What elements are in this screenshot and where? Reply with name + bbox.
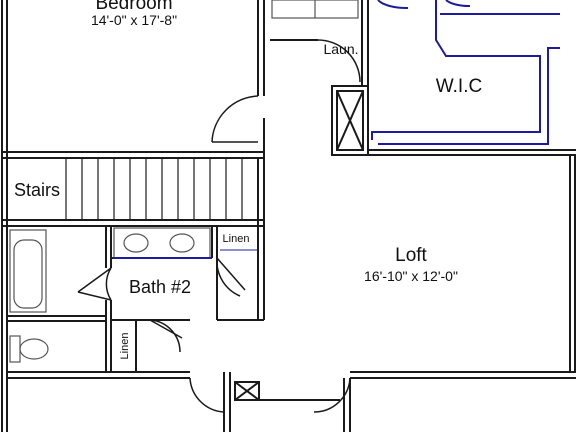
bedroom-label: Bedroom — [95, 0, 172, 14]
loft-label: Loft — [395, 245, 427, 266]
door-swings — [77, 39, 361, 413]
vanity-icon — [113, 227, 211, 259]
sink-icon — [123, 233, 149, 253]
stairs-label: Stairs — [14, 180, 60, 200]
bathtub-icon — [9, 229, 47, 313]
bath2-label: Bath #2 — [129, 277, 191, 297]
sink-icon — [169, 233, 195, 253]
stair-treads — [65, 158, 243, 220]
laundry-label: Laun. — [323, 41, 358, 57]
loft-dimensions: 16'-10" x 12'-0" — [364, 268, 458, 284]
wic-label: W.I.C — [436, 76, 482, 97]
fixtures — [9, 0, 359, 363]
linen-lower-label: Linen — [119, 333, 131, 360]
bedroom-dimensions: 14'-0" x 17'-8" — [91, 12, 177, 28]
linen-upper-label: Linen — [223, 233, 250, 245]
closet-shelving — [114, 0, 560, 259]
toilet-icon — [9, 335, 21, 363]
